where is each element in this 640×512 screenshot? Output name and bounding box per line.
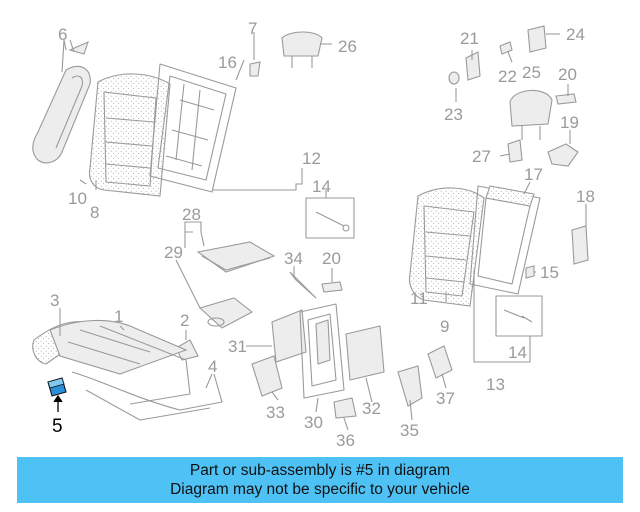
- rear-seatback-right: [408, 187, 485, 307]
- info-banner: Part or sub-assembly is #5 in diagram Di…: [17, 457, 623, 503]
- callout-29: 29: [164, 243, 183, 262]
- callout-31: 31: [228, 337, 247, 356]
- callout-26: 26: [338, 37, 357, 56]
- callout-35: 35: [400, 421, 419, 440]
- bracket-kit-14-left: [305, 197, 355, 239]
- rear-seatback-left: [88, 73, 171, 197]
- banner-line-1: Part or sub-assembly is #5 in diagram: [189, 462, 451, 479]
- hinge-35: [397, 365, 423, 407]
- trim-24: [527, 25, 547, 53]
- hinge-36: [333, 397, 357, 419]
- banner-line-2: Diagram may not be specific to your vehi…: [170, 481, 470, 498]
- bracket-kit-14-right: [495, 295, 543, 337]
- callout-2: 2: [180, 311, 189, 330]
- callout-25: 25: [522, 63, 541, 82]
- headrest-25: [509, 89, 553, 140]
- callout-27: 27: [472, 147, 491, 166]
- washer-23: [448, 71, 460, 85]
- callout-9: 9: [440, 317, 449, 336]
- clip-15: [525, 265, 535, 279]
- callout-15: 15: [540, 263, 559, 282]
- latch-21: [465, 51, 481, 81]
- callout-24: 24: [566, 25, 585, 44]
- callout-19: 19: [560, 113, 579, 132]
- armrest-28: [196, 241, 276, 273]
- callout-18: 18: [576, 187, 595, 206]
- callout-13: 13: [486, 375, 505, 394]
- guide-27: [507, 139, 523, 163]
- callout-6: 6: [58, 25, 67, 44]
- trim-panel-31: [271, 309, 307, 363]
- callout-21: 21: [460, 29, 479, 48]
- callout-14-left: 14: [312, 177, 331, 196]
- seatback-frame-right: [469, 185, 541, 295]
- headrest-26: [281, 31, 323, 68]
- guide-19: [547, 143, 579, 167]
- callout-16: 16: [218, 53, 237, 72]
- seatback-frame-left: [149, 63, 237, 193]
- callout-11: 11: [410, 289, 428, 308]
- callout-1: 1: [114, 307, 123, 326]
- callout-4: 4: [208, 357, 217, 376]
- callout-22: 22: [498, 67, 517, 86]
- callout-5: 5: [52, 416, 63, 437]
- callout-34: 34: [284, 249, 303, 268]
- pin-20-mid: [321, 281, 343, 293]
- cover-33: [251, 355, 283, 397]
- callout-23: 23: [444, 105, 463, 124]
- callout-20-right: 20: [558, 65, 577, 84]
- callout-14-right: 14: [508, 343, 527, 362]
- callout-30: 30: [304, 413, 323, 432]
- cover-32: [345, 325, 385, 381]
- pin-20-right: [555, 93, 577, 105]
- leader-lines: [59, 32, 587, 431]
- callout-7: 7: [248, 19, 257, 38]
- callout-17: 17: [524, 165, 543, 184]
- callout-33: 33: [266, 403, 285, 422]
- callout-8: 8: [90, 203, 99, 222]
- clip-7: [249, 61, 261, 77]
- callout-3: 3: [50, 291, 59, 310]
- leader-5: [53, 394, 63, 412]
- seatback-side-panel: [32, 40, 91, 164]
- part-5-highlighted[interactable]: [47, 377, 67, 397]
- hinge-37: [427, 345, 453, 379]
- bracket-18: [571, 225, 589, 265]
- callout-32: 32: [362, 399, 381, 418]
- callout-10: 10: [68, 189, 87, 208]
- callout-20-mid: 20: [322, 249, 341, 268]
- callout-36: 36: [336, 431, 355, 450]
- cup-holder-29: [198, 297, 254, 329]
- bolt-22: [499, 41, 513, 55]
- callout-37: 37: [436, 389, 455, 408]
- callout-labels: 6 7 16 26 12 10 8 14 28 29 34 20 3 1 2 3…: [50, 19, 595, 450]
- armrest-frame-30: [299, 303, 345, 399]
- callout-28: 28: [182, 205, 201, 224]
- seat-cushion: [32, 319, 223, 421]
- callout-12: 12: [302, 149, 321, 168]
